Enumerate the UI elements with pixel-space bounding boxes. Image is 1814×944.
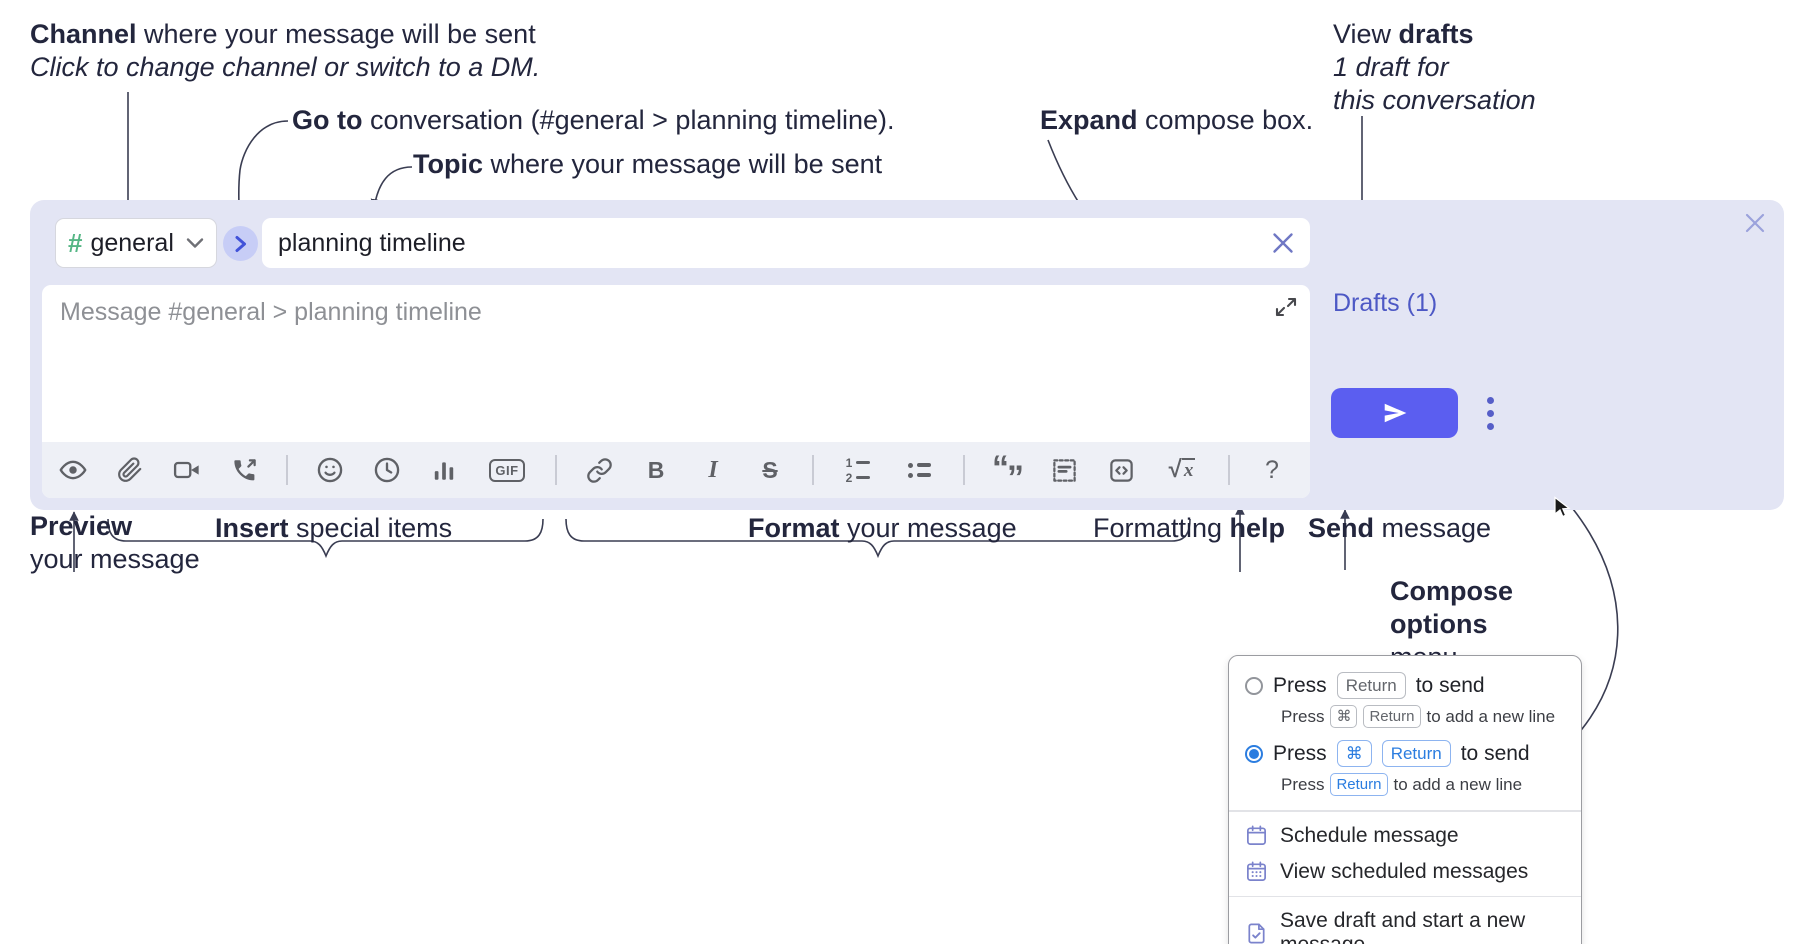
chevron-down-icon: [186, 238, 204, 248]
code-block-icon: [1052, 458, 1076, 482]
audio-call-button[interactable]: [229, 455, 259, 485]
annotation-expand: Expand compose box.: [1040, 105, 1314, 135]
menu-option-return-subtext: Press ⌘ Return to add a new line: [1229, 703, 1581, 736]
message-box: Message #general > planning timeline: [42, 285, 1310, 498]
compose-box: # general Message #general > planning ti…: [30, 200, 1784, 510]
video-clip-button[interactable]: [172, 455, 202, 485]
attach-file-button[interactable]: [115, 455, 145, 485]
annotation-topic: Topic where your message will be sent: [413, 149, 883, 179]
return-key: Return: [1330, 773, 1388, 796]
emoji-smile-icon: [317, 457, 343, 483]
annotation-insert: Insert special items: [215, 513, 453, 543]
help-icon: ?: [1265, 455, 1279, 484]
formatting-help-button[interactable]: ?: [1257, 455, 1287, 485]
bar-chart-icon: [434, 462, 454, 480]
channel-name: general: [90, 228, 174, 257]
strikethrough-button[interactable]: S: [755, 455, 785, 485]
send-icon: [1384, 403, 1406, 423]
send-button[interactable]: [1331, 388, 1458, 438]
topic-input[interactable]: [262, 218, 1310, 268]
annotation-preview: Preview your message: [30, 511, 200, 574]
menu-option-cmd-return-subtext: Press Return to add a new line: [1229, 771, 1581, 804]
strikethrough-icon: S: [762, 456, 778, 483]
annotation-drafts: View drafts 1 draft for this conversatio…: [1333, 19, 1536, 115]
annotation-send: Send message: [1308, 513, 1492, 543]
radio-unselected-icon[interactable]: [1245, 676, 1263, 695]
menu-option-cmd-return-to-send[interactable]: Press ⌘ Return to send: [1229, 736, 1581, 771]
close-icon[interactable]: [1742, 210, 1768, 236]
formatting-toolbar: GIF B I S: [42, 442, 1310, 498]
calendar-grid-icon: [1247, 861, 1266, 881]
bold-icon: B: [647, 456, 665, 483]
clear-topic-icon[interactable]: [1270, 230, 1296, 256]
link-button[interactable]: [584, 455, 614, 485]
annotation-format: Format your message: [748, 513, 1017, 543]
annotation-channel: Channel where your message will be sent …: [30, 19, 541, 82]
mouse-cursor: [1554, 496, 1571, 518]
message-placeholder: Message #general > planning timeline: [60, 298, 482, 326]
cmd-key: ⌘: [1336, 740, 1372, 767]
return-key: Return: [1363, 705, 1421, 728]
video-camera-icon: [173, 461, 199, 479]
italic-button[interactable]: I: [698, 455, 728, 485]
channel-hash-icon: #: [68, 227, 83, 258]
compose-options-button[interactable]: [1482, 390, 1498, 436]
italic-icon: I: [708, 456, 718, 483]
preview-button[interactable]: [58, 455, 88, 485]
bulleted-list-button[interactable]: [902, 455, 936, 485]
gif-icon: GIF: [489, 458, 525, 482]
return-key: Return: [1381, 740, 1451, 767]
menu-divider: [1229, 810, 1581, 812]
gif-button[interactable]: GIF: [486, 455, 528, 485]
code-icon: [1109, 458, 1133, 482]
menu-item-schedule-message[interactable]: Schedule message: [1229, 818, 1581, 854]
menu-item-save-draft[interactable]: Save draft and start a new message: [1229, 903, 1581, 944]
ordered-list-button[interactable]: 1 2: [841, 455, 875, 485]
eye-icon: [59, 460, 87, 480]
paperclip-icon: [118, 457, 142, 482]
drafts-link[interactable]: Drafts (1): [1333, 289, 1438, 317]
clock-icon: [374, 457, 400, 483]
link-icon: [586, 457, 612, 483]
poll-button[interactable]: [429, 455, 459, 485]
compose-options-menu: Press Return to send Press ⌘ Return to a…: [1228, 655, 1582, 944]
channel-selector[interactable]: # general: [55, 218, 217, 268]
goto-conversation-button[interactable]: [223, 226, 258, 261]
cmd-key: ⌘: [1330, 705, 1358, 728]
expand-icon[interactable]: [1274, 295, 1298, 319]
draft-check-icon: [1248, 923, 1265, 943]
blockquote-icon: “ ”: [992, 449, 1024, 497]
menu-item-view-scheduled[interactable]: View scheduled messages: [1229, 854, 1581, 890]
toolbar-divider: [812, 455, 814, 485]
ordered-list-icon: 1 2: [846, 457, 871, 484]
menu-option-return-to-send[interactable]: Press Return to send: [1229, 668, 1581, 703]
return-key: Return: [1336, 672, 1406, 699]
emoji-button[interactable]: [315, 455, 345, 485]
toolbar-divider: [286, 455, 288, 485]
menu-divider: [1229, 895, 1581, 897]
toolbar-divider: [963, 455, 965, 485]
blockquote-button[interactable]: “ ”: [992, 449, 1024, 497]
chevron-right-icon: [235, 235, 246, 252]
bulleted-list-icon: [907, 462, 931, 478]
sqrt-icon: √x: [1168, 456, 1196, 483]
bold-button[interactable]: B: [641, 455, 671, 485]
math-button[interactable]: √x: [1163, 455, 1201, 485]
inline-code-button[interactable]: [1106, 455, 1136, 485]
phone-call-icon: [233, 458, 256, 480]
toolbar-divider: [555, 455, 557, 485]
toolbar-divider: [1228, 455, 1230, 485]
radio-selected-icon[interactable]: [1245, 744, 1263, 763]
annotation-goto: Go to conversation (#general > planning …: [292, 105, 895, 135]
annotation-formatting-help: Formatting help: [1093, 513, 1286, 543]
kebab-icon: [1486, 396, 1494, 404]
message-input[interactable]: Message #general > planning timeline: [42, 285, 1310, 442]
calendar-icon: [1247, 825, 1266, 845]
code-block-button[interactable]: [1049, 455, 1079, 485]
recent-button[interactable]: [372, 455, 402, 485]
